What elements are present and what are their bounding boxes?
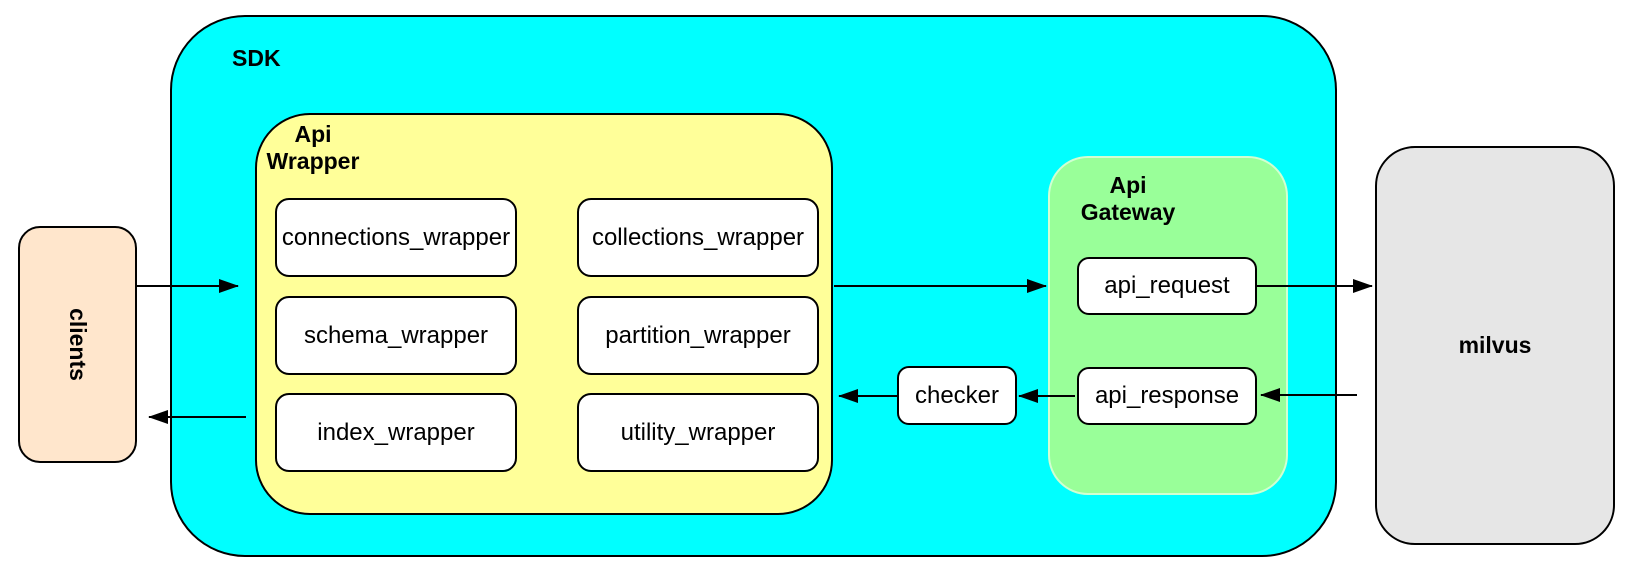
api-gateway-label-line2: Gateway	[1080, 199, 1176, 225]
box-utility-wrapper-label: utility_wrapper	[620, 418, 776, 446]
box-index-wrapper: index_wrapper	[275, 393, 517, 472]
box-partition-wrapper-label: partition_wrapper	[605, 321, 791, 349]
box-checker-label: checker	[914, 381, 1000, 409]
box-api-request-label: api_request	[1104, 272, 1230, 299]
box-connections-wrapper: connections_wrapper	[275, 198, 517, 277]
api-wrapper-label: Api Wrapper	[255, 121, 371, 175]
api-wrapper-label-line2: Wrapper	[266, 148, 360, 174]
api-gateway-container	[1048, 156, 1288, 495]
box-collections-wrapper: collections_wrapper	[577, 198, 819, 277]
box-connections-wrapper-label: connections_wrapper	[281, 223, 511, 251]
box-api-request: api_request	[1077, 257, 1257, 315]
box-collections-wrapper-label: collections_wrapper	[591, 223, 805, 251]
api-gateway-label: Api Gateway	[1058, 172, 1198, 226]
box-checker: checker	[897, 366, 1017, 425]
box-schema-wrapper: schema_wrapper	[275, 296, 517, 375]
box-schema-wrapper-label: schema_wrapper	[303, 321, 489, 349]
box-utility-wrapper: utility_wrapper	[577, 393, 819, 472]
sdk-label: SDK	[232, 45, 281, 71]
box-index-wrapper-label: index_wrapper	[317, 418, 475, 446]
api-wrapper-label-line1: Api	[294, 121, 332, 147]
box-api-response: api_response	[1077, 367, 1257, 425]
box-clients-label: clients	[65, 308, 91, 381]
box-milvus-label: milvus	[1458, 332, 1532, 358]
api-gateway-label-line1: Api	[1109, 172, 1147, 198]
box-milvus: milvus	[1375, 146, 1615, 545]
box-api-response-label: api_response	[1094, 382, 1240, 409]
box-clients: clients	[18, 226, 137, 463]
box-partition-wrapper: partition_wrapper	[577, 296, 819, 375]
